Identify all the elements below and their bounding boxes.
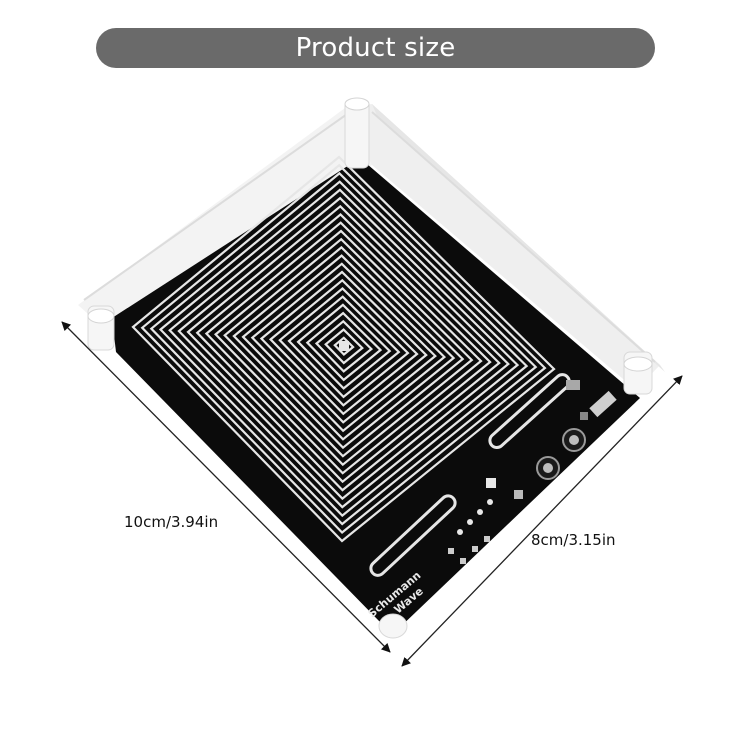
width-dimension-line	[401, 375, 683, 667]
length-dimension-line	[61, 321, 391, 653]
banner-title: Product size	[295, 33, 456, 63]
title-banner: Product size	[96, 28, 655, 68]
acrylic-frame	[78, 104, 665, 390]
length-label: 10cm/3.94in	[124, 513, 219, 531]
width-label: 8cm/3.15in	[531, 531, 616, 549]
spiral-center	[339, 341, 349, 351]
